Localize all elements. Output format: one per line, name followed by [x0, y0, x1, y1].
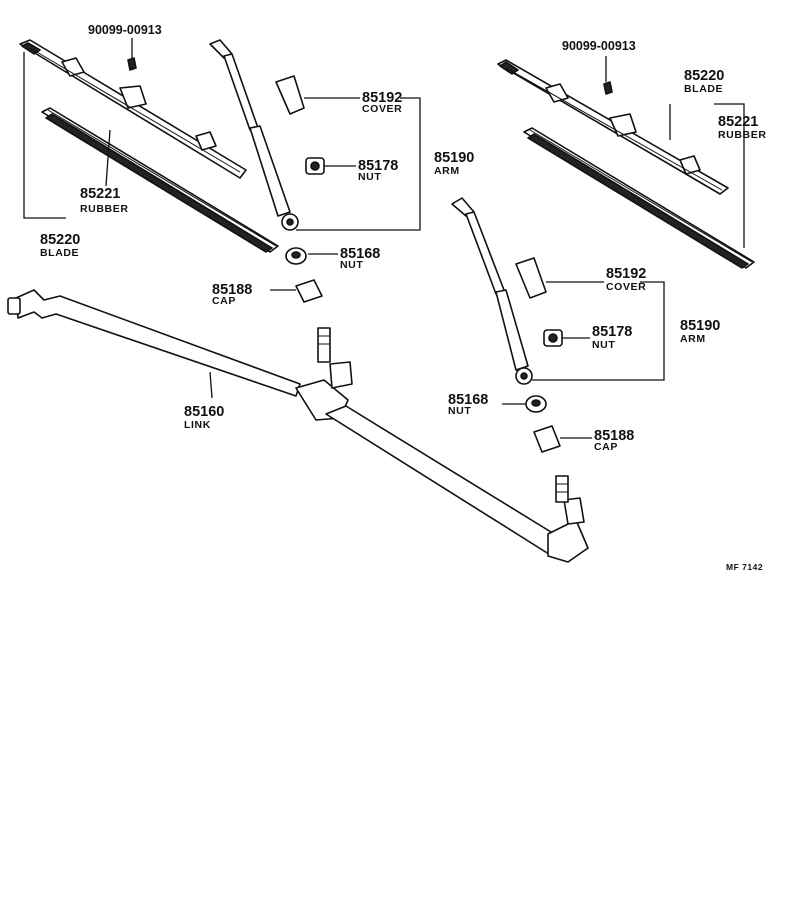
right-wiper-arm	[451, 197, 533, 385]
right-arm-desc: ARM	[680, 333, 706, 345]
right-nut-small-desc: NUT	[592, 339, 615, 351]
left-rubber-number: 85221	[80, 186, 120, 202]
left-cap	[295, 279, 323, 303]
left-wiper-rubber	[41, 107, 279, 253]
right-rubber-desc: RUBBER	[718, 129, 767, 141]
left-cover	[275, 75, 305, 115]
left-nut-large	[285, 247, 307, 265]
right-nut-large	[525, 395, 547, 413]
left-cap-desc: CAP	[212, 295, 236, 307]
left-cover-desc: COVER	[362, 103, 402, 115]
right-nut-large-number: 85168	[448, 392, 488, 408]
left-arm-number: 85190	[434, 150, 474, 166]
left-nut-large-number: 85168	[340, 246, 380, 262]
right-cap-desc: CAP	[594, 441, 618, 453]
left-nut-small-number: 85178	[358, 158, 398, 174]
left-cover-number: 85192	[362, 90, 402, 106]
right-nut-small	[543, 329, 563, 347]
left-blade-frame	[19, 39, 247, 179]
right-clip	[603, 56, 613, 95]
left-nut-large-desc: NUT	[340, 259, 363, 271]
left-clip-part-number: 90099-00913	[88, 23, 162, 37]
right-nut-large-desc: NUT	[448, 405, 471, 417]
left-nut-small-desc: NUT	[358, 171, 381, 183]
diagram-code: MF 7142	[726, 562, 763, 572]
left-nut-small	[305, 157, 325, 175]
link-desc: LINK	[184, 419, 211, 431]
right-cover-desc: COVER	[606, 281, 646, 293]
right-nut-small-number: 85178	[592, 324, 632, 340]
right-blade-desc: BLADE	[684, 83, 723, 95]
left-blade-number: 85220	[40, 232, 80, 248]
right-wiper-rubber	[523, 127, 755, 269]
left-wiper-arm	[209, 39, 299, 231]
link-number: 85160	[184, 404, 224, 420]
right-cover-number: 85192	[606, 266, 646, 282]
left-blade-assembly	[19, 38, 279, 253]
right-cover	[515, 257, 547, 299]
right-blade-number: 85220	[684, 68, 724, 84]
right-cap	[533, 425, 561, 453]
right-arm-number: 85190	[680, 318, 720, 334]
right-rubber-number: 85221	[718, 114, 758, 130]
right-clip-part-number: 90099-00913	[562, 39, 636, 53]
left-arm-desc: ARM	[434, 165, 460, 177]
left-cap-number: 85188	[212, 282, 252, 298]
right-blade-frame	[497, 59, 729, 195]
right-blade-assembly	[497, 56, 755, 269]
left-rubber-desc: RUBBER	[80, 203, 129, 215]
left-clip	[127, 38, 137, 71]
wiper-link	[7, 289, 589, 563]
right-cap-number: 85188	[594, 428, 634, 444]
left-blade-desc: BLADE	[40, 247, 79, 259]
